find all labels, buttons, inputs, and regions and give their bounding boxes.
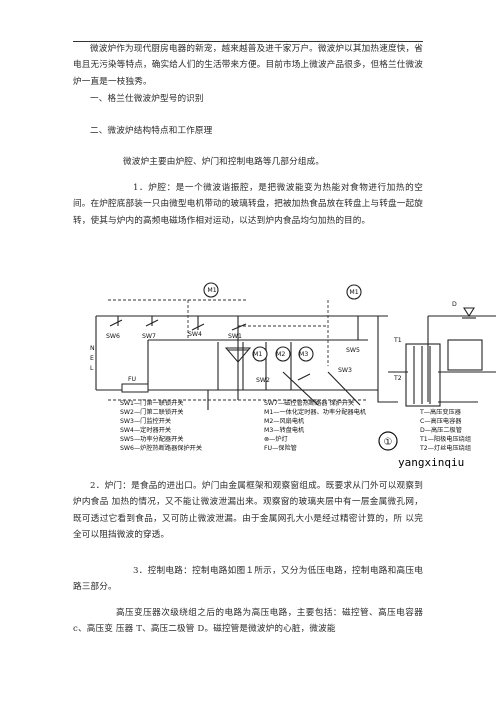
legend-mid-2: M1—一体化定时器、功率分配器电机 <box>264 408 367 416</box>
legend-left-3: SW3—门监控开关 <box>120 417 171 425</box>
high-voltage-paragraph: 高压变压器次级绕组之后的电路为高压电路，主要包括：磁控管、高压电容器 c、高压变… <box>73 608 423 635</box>
structure-paragraph: 微波炉主要由炉腔、炉门和控制电路等几部分组成。 <box>123 157 325 167</box>
legend-right-3: D—高压二极管 <box>420 426 462 434</box>
label-l: L <box>90 365 94 372</box>
legend-right-5: T2—灯丝电压绕组 <box>419 444 471 452</box>
legend-mid-4: M3—转盘电机 <box>264 426 305 434</box>
intro-paragraph: 微波炉作为现代厨房电器的新宠，越来越普及进千家万户。微波炉以其加热速度快，省电且… <box>73 44 423 87</box>
label-sw5: SW5 <box>346 347 360 354</box>
label-t1: T1 <box>393 337 402 344</box>
top-rule <box>73 41 423 42</box>
label-m1-top: M1 <box>207 287 216 294</box>
label-fu: FU <box>128 376 136 383</box>
legend-mid-3: M2—风扇电机 <box>264 417 305 425</box>
circuit-diagram: M1 M1 N E L SW6 SW7 SW4 SW1 SW5 SW3 SW2 … <box>88 280 496 472</box>
legend-right-2: C—高压电容器 <box>420 417 462 425</box>
cavity-paragraph: 1．炉腔：是一个微波谐振腔，是把微波能变为热能对食物进行加热的空间。在炉腔底部装… <box>73 183 423 226</box>
legend-mid-6: FU—保险管 <box>264 444 297 452</box>
legend-right-4: T1—阳极电压绕组 <box>419 435 471 443</box>
heading-structure-principle: 二、微波炉结构特点和工作原理 <box>90 126 213 136</box>
legend-left-5: SW5—功率分配器开关 <box>120 435 183 443</box>
label-m1-right: M1 <box>349 289 358 296</box>
legend-left-2: SW2—门第二联锁开关 <box>120 408 183 416</box>
label-n: N <box>90 345 95 352</box>
label-sw2: SW2 <box>256 377 270 384</box>
label-e: E <box>90 355 94 362</box>
control-paragraph: 3．控制电路：控制电路如图１所示，又分为低压电路，控制电路和高压电路三部分。 <box>73 566 423 593</box>
legend-right-1: T—高压变压器 <box>419 408 462 416</box>
label-sw4: SW4 <box>188 331 202 338</box>
legend-left-6: SW6—炉腔热断路器保护开关 <box>120 444 202 452</box>
label-m3: M3 <box>299 351 308 358</box>
label-sw3: SW3 <box>338 367 352 374</box>
label-m1-motor: M1 <box>253 351 262 358</box>
circuit-diagram-figure: M1 M1 N E L SW6 SW7 SW4 SW1 SW5 SW3 SW2 … <box>88 280 496 472</box>
figure-number: ① <box>384 437 393 448</box>
legend-left-1: SW1—门第一联锁开关 <box>120 399 183 407</box>
heading-model-identification: 一、格兰仕微波炉型号的识别 <box>90 94 204 104</box>
watermark: yangxinqiu <box>398 456 464 469</box>
legend-left-4: SW4—定时器开关 <box>120 426 171 434</box>
label-t2: T2 <box>393 375 402 382</box>
label-d: D <box>452 301 457 308</box>
legend-mid-1: SW7—磁控管热断路器 保护开关 <box>264 399 354 407</box>
figure-number-circle <box>378 431 398 451</box>
label-sw6: SW6 <box>106 333 120 340</box>
label-sw1: SW1 <box>228 333 242 340</box>
label-m2: M2 <box>276 351 285 358</box>
door-paragraph: 2．炉门：是食品的进出口。炉门由金属框架和观察窗组成。既要求从门外可以观察到炉内… <box>73 481 423 541</box>
legend-mid-5: ⊗—炉灯 <box>264 435 288 443</box>
label-sw7: SW7 <box>142 333 156 340</box>
